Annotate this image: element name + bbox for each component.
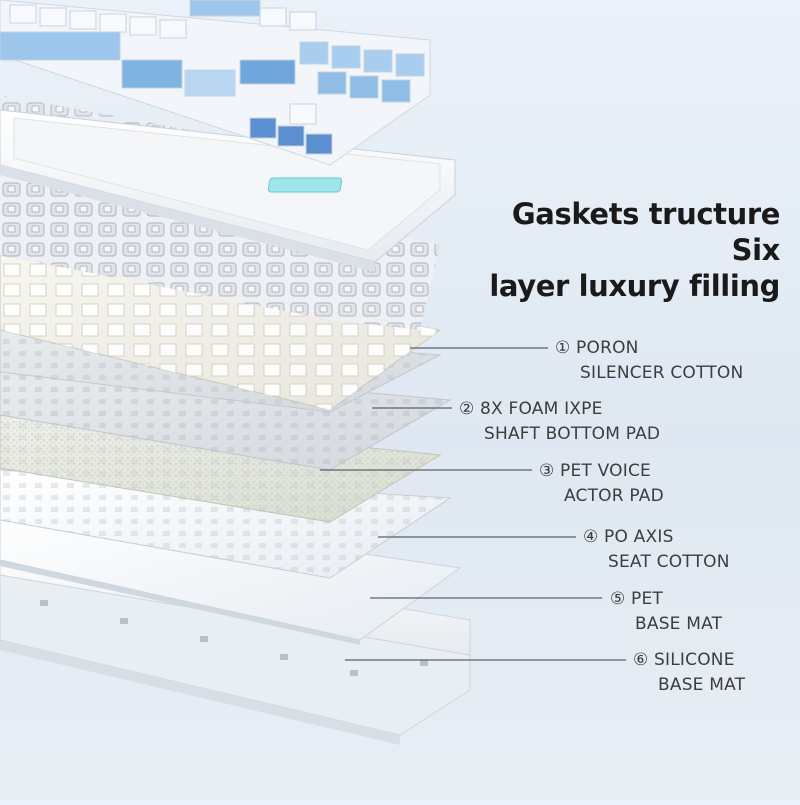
layer-label-5-title: ⑤ PET [610,589,664,609]
layer-label-6: ⑥ SILICONE BASE MAT [633,648,745,698]
headline: Gaskets tructure Six layer luxury fillin… [460,196,780,304]
layer-label-1-title: ① PORON [555,338,639,358]
keycaps [0,0,431,166]
layer-label-3-title: ③ PET VOICE [539,461,651,481]
layer-label-5-subtitle: BASE MAT [635,614,723,634]
layer-label-3-subtitle: ACTOR PAD [564,486,664,506]
headline-line-1: Gaskets tructure Six [511,197,781,267]
layer-label-2: ② 8X FOAM IXPE SHAFT BOTTOM PAD [459,397,660,447]
headline-line-2: layer luxury filling [489,269,780,303]
layer-label-4: ④ PO AXIS SEAT COTTON [583,525,730,575]
layer-label-3: ③ PET VOICE ACTOR PAD [539,459,664,509]
layer-label-1-subtitle: SILENCER COTTON [580,363,744,383]
leader-lines [320,347,626,661]
top-case-frame [0,109,456,272]
layer-label-5: ⑤ PET BASE MAT [610,587,722,637]
layer-label-2-subtitle: SHAFT BOTTOM PAD [484,424,661,444]
layer-label-4-subtitle: SEAT COTTON [608,552,730,572]
layer-label-1: ① PORON SILENCER COTTON [555,336,743,386]
layer-label-4-title: ④ PO AXIS [583,527,674,547]
layer-label-6-subtitle: BASE MAT [658,675,746,695]
layer-label-6-title: ⑥ SILICONE [633,650,735,670]
layer-label-2-title: ② 8X FOAM IXPE [459,399,603,419]
